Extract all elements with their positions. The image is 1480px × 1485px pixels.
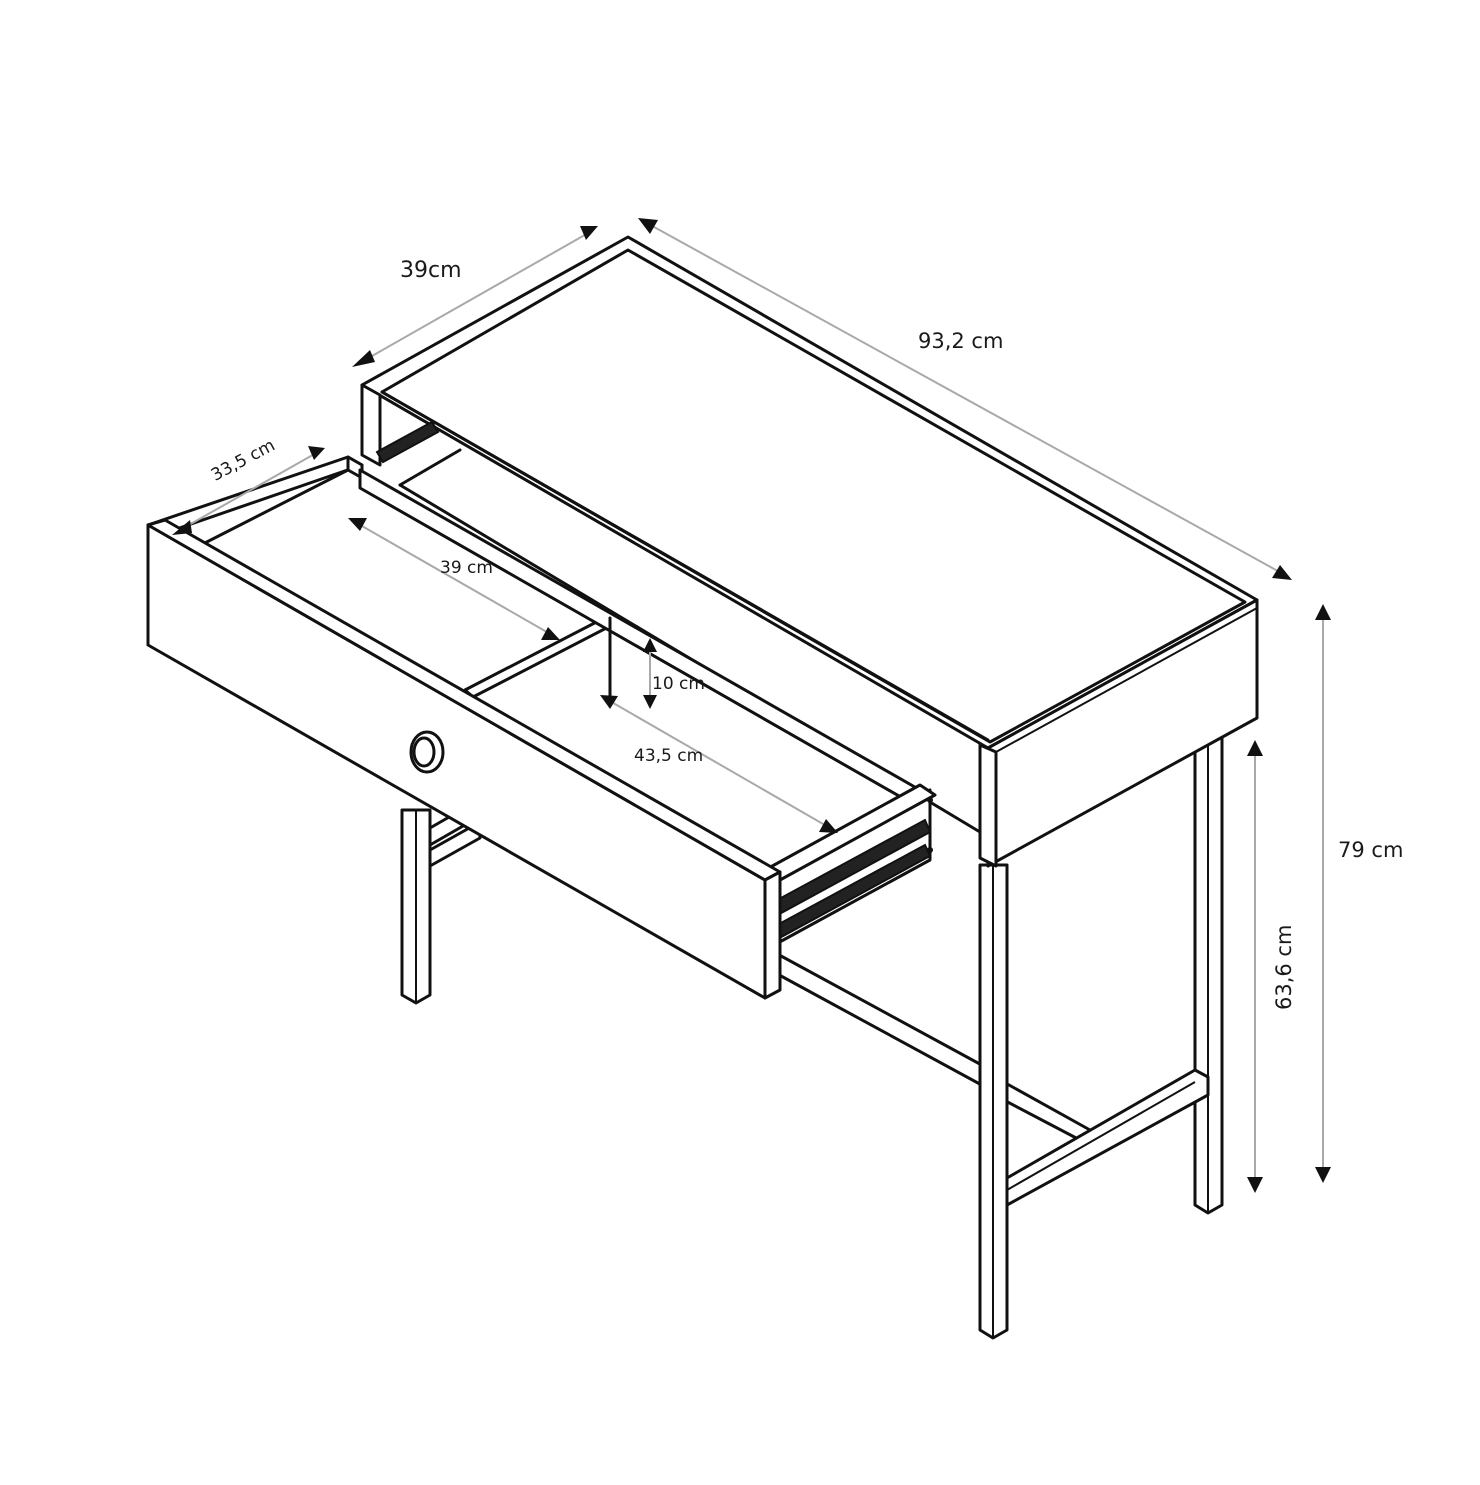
label-drawer-height: 10 cm xyxy=(652,674,705,694)
drawer xyxy=(146,455,937,1000)
label-overall-height: 79 cm xyxy=(1338,838,1404,862)
front-right-leg xyxy=(978,863,1009,1340)
label-drawer-inner-width: 43,5 cm xyxy=(634,746,704,766)
upper-slide-rail xyxy=(375,420,440,464)
dim-leg-height xyxy=(1247,740,1263,1193)
right-side-stretcher xyxy=(1005,1068,1210,1207)
dim-overall-height xyxy=(1315,604,1331,1183)
dim-drawer-height xyxy=(643,638,657,709)
dim-drawer-inner-length xyxy=(348,518,560,640)
back-left-leg xyxy=(400,808,432,1005)
label-top-width: 93,2 cm xyxy=(918,329,1004,353)
drawer-knob-icon[interactable] xyxy=(409,730,445,774)
dim-top-depth xyxy=(352,226,598,367)
label-leg-height: 63,6 cm xyxy=(1272,924,1296,1010)
dim-drawer-inner-width xyxy=(600,695,838,833)
dim-drawer-depth xyxy=(172,446,325,535)
dim-top-width xyxy=(638,218,1292,580)
back-right-leg xyxy=(1193,733,1224,1215)
label-drawer-inner-length: 39 cm xyxy=(440,558,493,578)
back-long-stretcher xyxy=(768,948,1092,1142)
label-top-depth: 39cm xyxy=(400,258,462,283)
